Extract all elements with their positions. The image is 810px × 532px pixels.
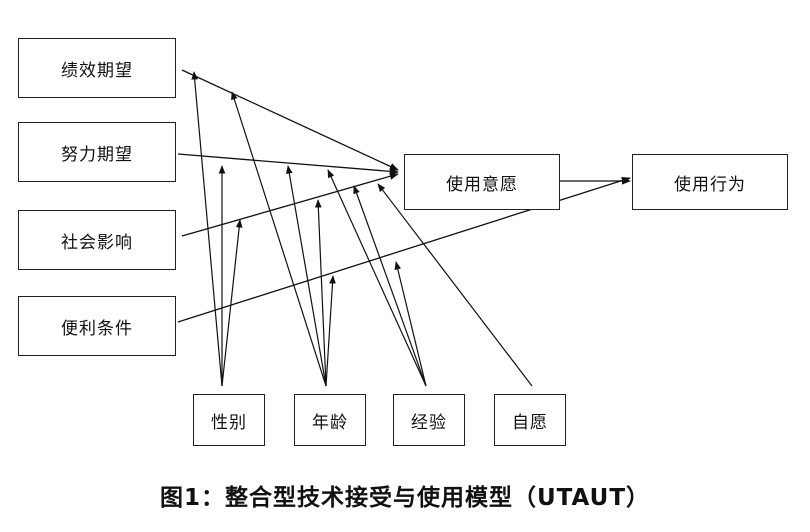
box-social-influence-label: 社会影响 (61, 232, 133, 253)
box-voluntariness-label: 自愿 (512, 412, 548, 433)
box-gender: 性别 (193, 394, 265, 446)
arrow-age-to-social (314, 199, 327, 387)
arrow-experience-to-effort (327, 169, 427, 387)
arrow-gender-to-social (221, 219, 243, 387)
box-effort-expectancy: 努力期望 (18, 122, 176, 182)
arrow-age-to-facilitating (325, 275, 336, 387)
box-use-behavior-label: 使用行为 (674, 174, 746, 195)
arrow-effort-to-intention (177, 153, 399, 175)
figure-caption: 图1：整合型技术接受与使用模型（UTAUT） (159, 485, 651, 511)
box-performance-expectancy: 绩效期望 (18, 38, 176, 98)
box-behavioral-intention: 使用意愿 (404, 154, 560, 210)
box-behavioral-intention-label: 使用意愿 (446, 174, 518, 195)
arrow-age-to-performance (231, 91, 327, 387)
arrow-experience-to-social (353, 185, 427, 387)
arrow-performance-to-intention (181, 69, 399, 171)
box-age: 年龄 (294, 394, 366, 446)
box-use-behavior: 使用行为 (632, 154, 788, 210)
arrow-gender-to-performance (191, 71, 223, 387)
box-social-influence: 社会影响 (18, 210, 176, 270)
box-effort-expectancy-label: 努力期望 (61, 144, 133, 165)
box-experience-label: 经验 (411, 412, 447, 433)
arrow-voluntariness-to-social (377, 183, 533, 387)
box-experience: 经验 (393, 394, 465, 446)
box-voluntariness: 自愿 (494, 394, 566, 446)
box-gender-label: 性别 (211, 412, 247, 433)
arrow-experience-to-facilitating (394, 261, 427, 387)
box-performance-expectancy-label: 绩效期望 (61, 60, 133, 81)
arrow-social-to-intention (181, 172, 399, 237)
box-age-label: 年龄 (312, 412, 348, 433)
arrow-age-to-effort (285, 165, 327, 387)
box-facilitating-conditions: 便利条件 (18, 296, 176, 356)
box-facilitating-conditions-label: 便利条件 (61, 318, 133, 339)
